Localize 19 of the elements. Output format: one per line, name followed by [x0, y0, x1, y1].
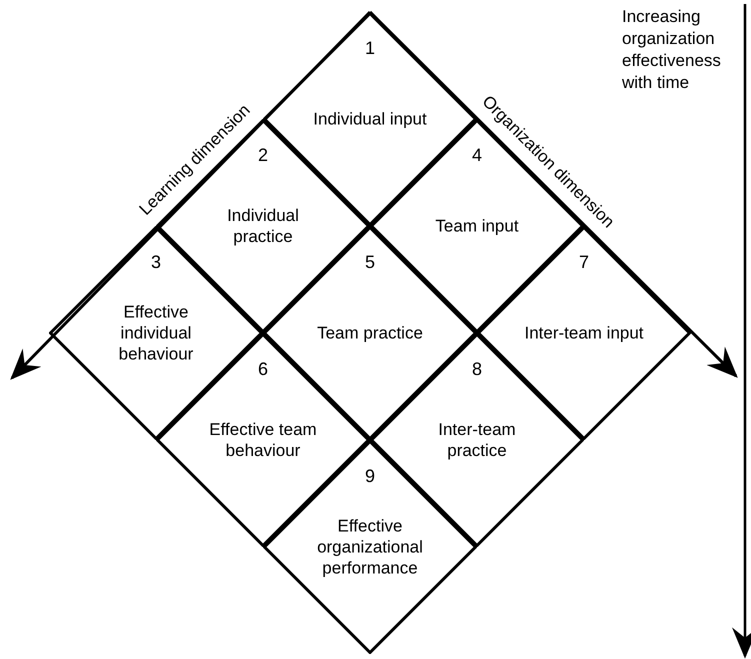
cell-label: Team input: [434, 216, 520, 236]
cell-label: Effective organizational performance: [316, 516, 424, 578]
cell-label: Individual practice: [226, 205, 300, 247]
cell-number: 5: [365, 252, 375, 272]
cell-number: 1: [365, 38, 375, 58]
cell-label: Effective individual behaviour: [118, 302, 194, 364]
cell-number: 9: [365, 466, 375, 486]
cell-label: Team practice: [316, 322, 424, 344]
time-note: Increasing organization effectiveness with time: [622, 6, 722, 94]
cell-number: 4: [472, 145, 482, 165]
cell-number: 6: [258, 359, 268, 379]
cell-number: 7: [579, 252, 589, 272]
cell-label: Individual input: [312, 108, 428, 130]
cell-label: Inter-team input: [523, 322, 645, 344]
cell-number: 3: [151, 252, 161, 272]
cell-number: 2: [258, 145, 268, 165]
cell-number: 8: [472, 359, 482, 379]
cell-label: Inter-team practice: [437, 419, 517, 461]
cell-label: Effective team behaviour: [208, 419, 318, 461]
